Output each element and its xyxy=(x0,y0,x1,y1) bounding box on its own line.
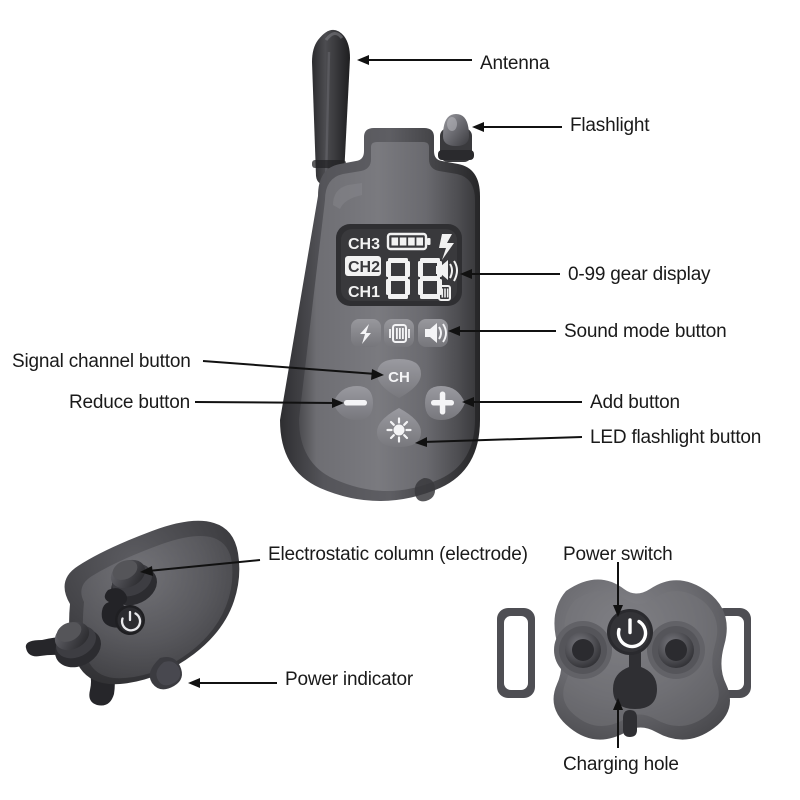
collar-receiver-angled-graphic xyxy=(25,520,240,706)
svg-text:CH: CH xyxy=(388,369,410,386)
leader-arrow-sound-mode xyxy=(448,326,460,336)
callout-label-electrostatic: Electrostatic column (electrode) xyxy=(268,544,528,565)
shock-mode-button xyxy=(351,319,381,347)
lcd-lightning-bolt-icon xyxy=(439,234,454,260)
add-button xyxy=(425,386,465,420)
callout-label-antenna: Antenna xyxy=(480,53,550,74)
flashlight-lens xyxy=(438,114,474,162)
receiver-angled-power-button xyxy=(115,605,145,635)
lcd-speaker-icon xyxy=(436,260,458,282)
lcd-ch1-label: CH1 xyxy=(348,284,380,301)
receiver-front-charging-hole xyxy=(613,625,657,709)
vibration-mode-button xyxy=(384,319,414,347)
callout-label-power-switch: Power switch xyxy=(563,544,673,565)
leader-arrow-add xyxy=(462,397,474,407)
leader-electrostatic xyxy=(147,559,261,572)
lcd-display: CH3 CH2 CH1 xyxy=(336,224,462,306)
led-flashlight-button xyxy=(377,408,421,447)
lcd-ch2-label: CH2 xyxy=(348,259,380,276)
callout-label-gear-display: 0-99 gear display xyxy=(568,264,711,285)
leader-arrow-led-flashlight xyxy=(415,437,427,447)
leader-arrow-gear-display xyxy=(460,269,472,279)
sound-mode-button xyxy=(418,319,448,347)
remote-transmitter-graphic: CH3 CH2 CH1 xyxy=(280,29,480,502)
channel-button: CH xyxy=(377,359,421,398)
leader-arrow-electrostatic xyxy=(140,566,153,576)
callout-label-flashlight: Flashlight xyxy=(570,115,650,136)
lcd-ch3-label: CH3 xyxy=(348,236,380,253)
leader-led-flashlight xyxy=(422,436,583,443)
callout-label-add: Add button xyxy=(590,392,680,413)
leader-arrow-reduce xyxy=(332,398,344,408)
lcd-active-channel-highlight xyxy=(345,256,381,276)
callout-label-reduce: Reduce button xyxy=(69,392,190,413)
callout-label-signal-channel: Signal channel button xyxy=(12,351,191,372)
battery-full-icon xyxy=(386,232,431,251)
antenna xyxy=(312,29,350,186)
remote-bottom-slot xyxy=(414,478,436,502)
collar-receiver-front-graphic xyxy=(497,579,751,740)
leader-arrow-flashlight xyxy=(472,122,484,132)
receiver-front-power-switch xyxy=(607,609,653,655)
electrode-socket-right xyxy=(647,621,705,679)
callout-leader-lines xyxy=(140,55,623,748)
remote-top-button-row xyxy=(351,319,448,347)
electrode-socket-left xyxy=(554,621,612,679)
receiver-front-body xyxy=(553,579,730,740)
lcd-screen-surface xyxy=(341,229,457,301)
callout-label-sound-mode: Sound mode button xyxy=(564,321,727,342)
lcd-gear-value xyxy=(386,258,442,299)
lcd-vibration-icon xyxy=(438,285,451,301)
leader-arrow-signal-channel xyxy=(371,369,384,380)
callout-label-charging-hole: Charging hole xyxy=(563,754,679,775)
electrode-probe-lower xyxy=(54,621,101,668)
callout-label-led-flashlight: LED flashlight button xyxy=(590,427,762,448)
reduce-button xyxy=(333,386,373,420)
strap-loop-left xyxy=(497,608,535,698)
leader-arrow-power-indicator xyxy=(188,678,200,688)
leader-arrow-antenna xyxy=(357,55,369,65)
remote-control-pad: CH xyxy=(333,359,465,447)
leader-arrow-power-switch xyxy=(613,605,623,617)
callout-label-power-indicator: Power indicator xyxy=(285,669,413,690)
leader-arrow-charging-hole xyxy=(613,698,623,710)
leader-signal-channel xyxy=(202,360,377,375)
leader-reduce xyxy=(194,401,337,404)
